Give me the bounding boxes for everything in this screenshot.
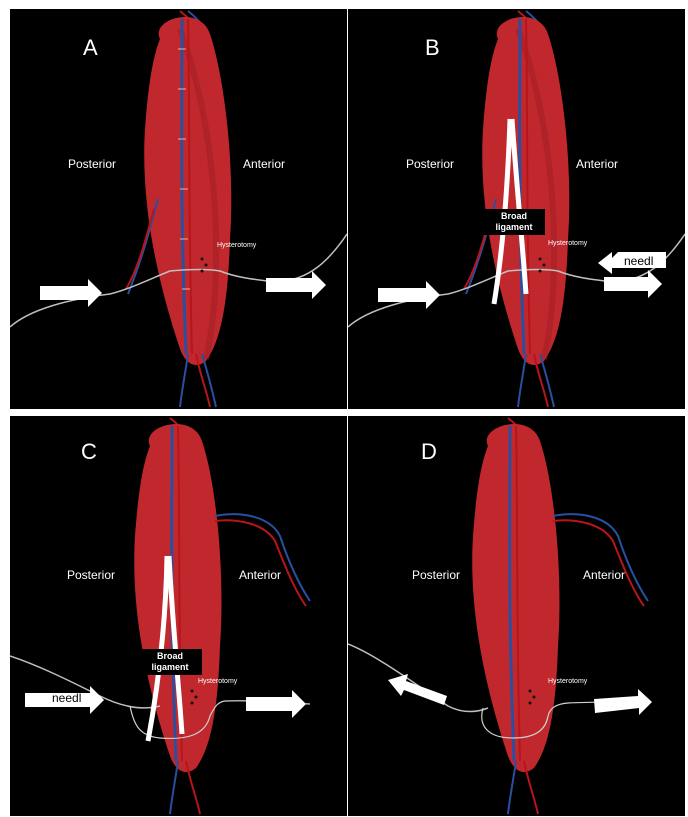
anterior-label: Anterior [576,157,618,171]
right-arrow [378,281,440,309]
right-arrow [266,271,326,299]
uterus-illustration-d [348,416,685,816]
posterior-label: Posterior [68,157,116,171]
panel-letter: B [425,35,440,61]
needle-label: needl [52,691,81,705]
uterus-illustration-c [10,416,347,816]
posterior-label: Posterior [406,157,454,171]
needle-label: needl [624,254,653,268]
right-arrow [246,690,306,718]
panel-letter: D [421,439,437,465]
anterior-label: Anterior [239,568,281,582]
right-arrow [604,270,662,298]
broad-ligament-label: Broad ligament [138,649,202,675]
panel-a: A Posterior Anterior Hysterotomy [10,9,347,409]
panel-d: D Posterior Anterior Hysterotomy [348,416,685,816]
hysterotomy-label: Hysterotomy [217,242,256,249]
hysterotomy-label: Hysterotomy [548,240,587,247]
panel-letter: A [83,35,98,61]
posterior-label: Posterior [412,568,460,582]
panel-letter: C [81,439,97,465]
right-arrow [40,279,102,307]
right-arrow [594,689,652,715]
posterior-label: Posterior [67,568,115,582]
up-left-arrow [388,674,447,705]
uterus-illustration-a [10,9,347,409]
panel-b: B Posterior Anterior Hysterotomy Broad l… [348,9,685,409]
anterior-label: Anterior [243,157,285,171]
hysterotomy-label: Hysterotomy [548,678,587,685]
broad-ligament-label: Broad ligament [483,209,545,235]
hysterotomy-label: Hysterotomy [198,678,237,685]
anterior-label: Anterior [583,568,625,582]
panel-c: C Posterior Anterior Hysterotomy Broad l… [10,416,347,816]
